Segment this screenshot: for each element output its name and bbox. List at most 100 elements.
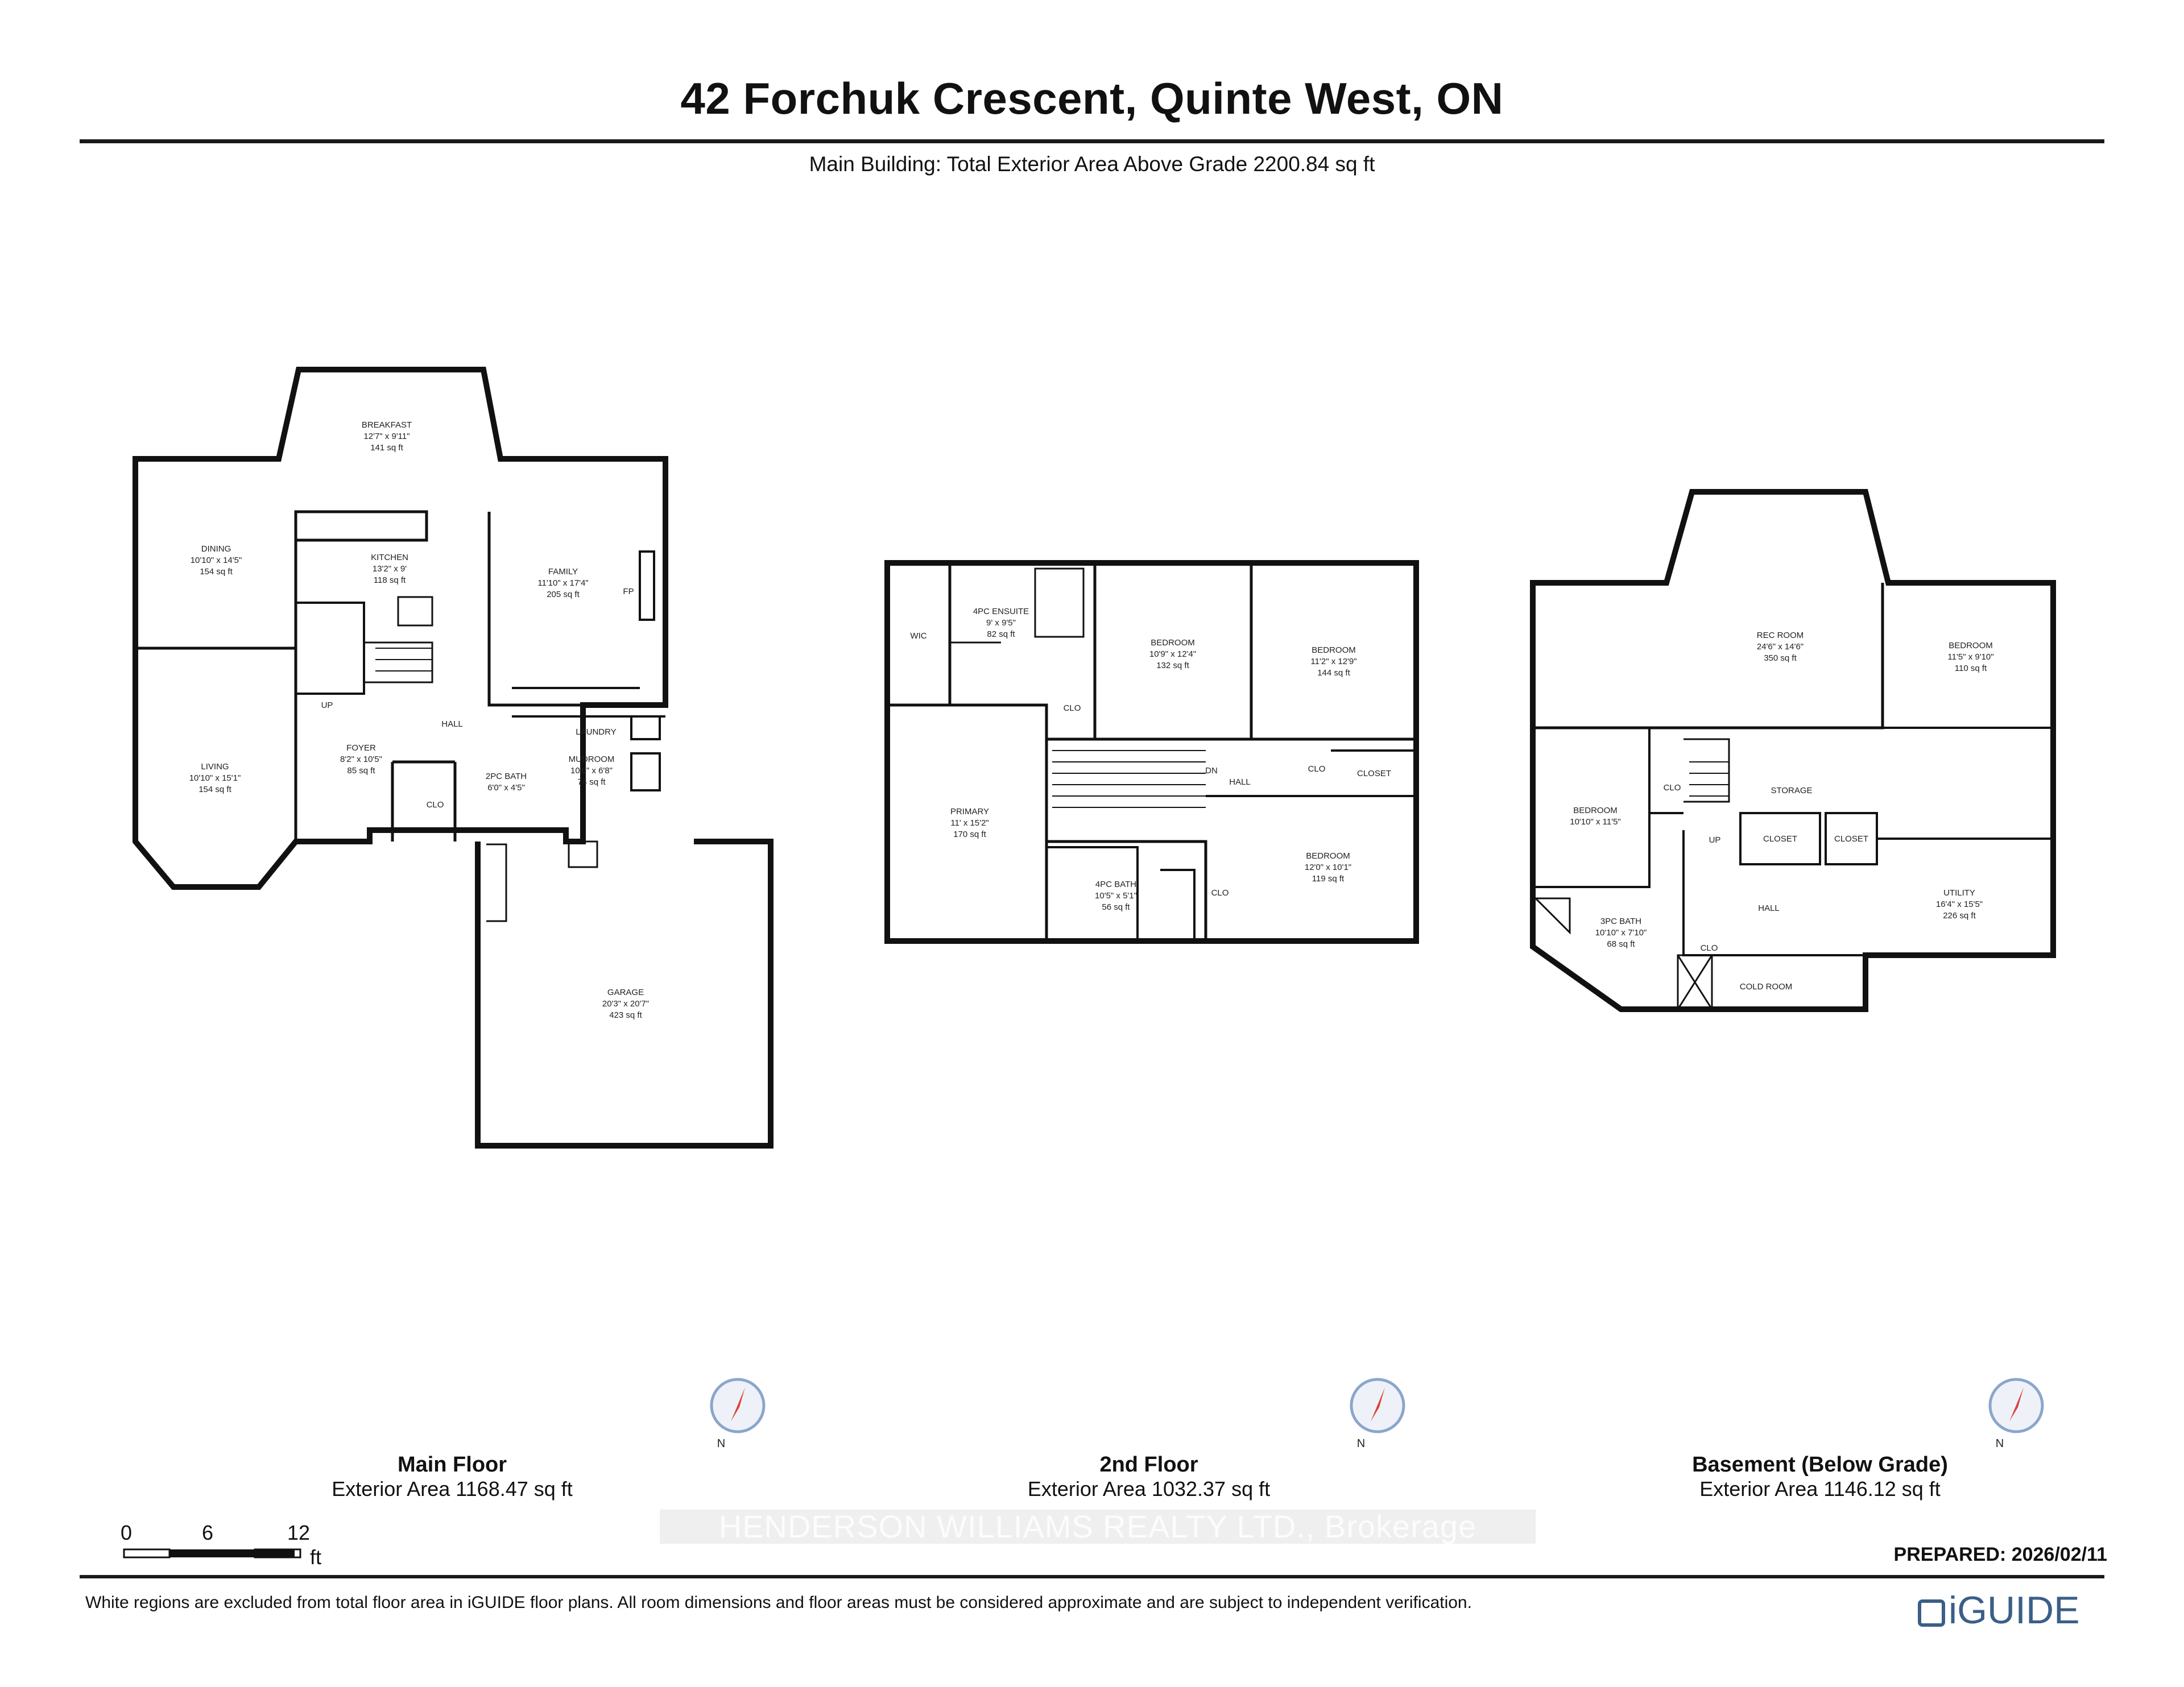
room-dims: 8'2" x 10'5" [340, 755, 382, 764]
room-dims: 13'2" x 9' [373, 564, 407, 574]
room-area: 56 sq ft [1102, 902, 1130, 912]
room-label: KITCHEN [371, 553, 408, 562]
closet-label: CLO [1701, 943, 1718, 953]
room-dims: 12'7" x 9'11" [363, 432, 410, 441]
laundry-label: LAUNDRY [576, 727, 616, 737]
room-dims: 9' x 9'5" [986, 618, 1016, 628]
closet-label: CLO [1664, 783, 1681, 793]
wic-label: WIC [910, 631, 926, 641]
room-dims: 10'9" x 12'4" [1149, 649, 1196, 659]
prepared-date: PREPARED: 2026/02/11 [1893, 1544, 2107, 1565]
room-area: 144 sq ft [1317, 668, 1350, 678]
iguide-logo-text: iGUIDE [1949, 1589, 2080, 1632]
room-dims: 11'5" x 9'10" [1947, 652, 1993, 662]
floor-name-main: Main Floor [397, 1453, 507, 1477]
closet-label-2: CLOSET [1357, 769, 1391, 778]
room-dims: 24'6" x 14'6" [1757, 642, 1804, 652]
hall-label: HALL [1229, 777, 1251, 787]
main-floor-plan [133, 367, 774, 1149]
iguide-logo: iGUIDE [1918, 1588, 2079, 1632]
room-area: 154 sq ft [198, 785, 231, 794]
compass-north-label: N [717, 1437, 725, 1450]
closet-label: CLO [1064, 703, 1081, 713]
room-label: FAMILY [548, 567, 578, 577]
closet-label: CLO [427, 800, 444, 810]
second-floor-plan [884, 560, 1419, 944]
room-dims: 10'10" x 7'10" [1595, 928, 1647, 938]
hall-label: HALL [1758, 903, 1780, 913]
closet-label: CLO [1308, 764, 1326, 774]
room-label: 3PC BATH [1600, 917, 1641, 926]
floor-area-main: Exterior Area 1168.47 sq ft [332, 1477, 573, 1501]
floor-name-basement: Basement (Below Grade) [1692, 1453, 1948, 1477]
footer-divider [80, 1575, 2104, 1578]
room-label: GARAGE [607, 988, 644, 997]
room-dims: 20'3" x 20'7" [602, 999, 649, 1009]
stairs-up-label: UP [321, 701, 333, 710]
room-label: 4PC BATH [1095, 880, 1136, 889]
closet-label: CLO [1211, 888, 1229, 898]
closet-label: CLOSET [1763, 834, 1797, 844]
room-area: 82 sq ft [987, 629, 1015, 639]
room-label: REC ROOM [1757, 631, 1804, 640]
room-area: 205 sq ft [547, 590, 580, 599]
room-area: 154 sq ft [200, 567, 233, 577]
room-area: 68 sq ft [1607, 939, 1635, 949]
compass-north-label: N [1357, 1437, 1365, 1450]
room-area: 132 sq ft [1156, 661, 1189, 670]
room-label: BREAKFAST [362, 420, 412, 430]
room-dims: 11' x 15'2" [950, 818, 989, 828]
brokerage-watermark: HENDERSON WILLIAMS REALTY LTD., Brokerag… [660, 1510, 1536, 1544]
room-label: 4PC ENSUITE [973, 607, 1029, 616]
storage-label: STORAGE [1771, 786, 1812, 795]
room-area: 141 sq ft [370, 443, 403, 453]
room-label: FOYER [346, 743, 376, 753]
room-dims: 10'5" x 5'1" [1095, 891, 1137, 901]
floor-name-second: 2nd Floor [1099, 1453, 1198, 1477]
scale-tick-6: 6 [202, 1521, 214, 1544]
room-dims: 10'6" x 6'8" [570, 766, 613, 776]
compass-main: N [710, 1378, 766, 1450]
room-label: 2PC BATH [486, 772, 527, 781]
room-label: DINING [201, 544, 231, 554]
room-label: LIVING [201, 762, 229, 772]
room-label: PRIMARY [950, 807, 989, 816]
room-label: BEDROOM [1949, 641, 1993, 650]
room-area: 423 sq ft [609, 1010, 642, 1020]
page-title: 42 Forchuk Crescent, Quinte West, ON [680, 73, 1504, 123]
room-label: BEDROOM [1306, 851, 1350, 861]
room-area: 350 sq ft [1764, 653, 1797, 663]
hall-label: HALL [441, 719, 463, 729]
disclaimer-text: White regions are excluded from total fl… [85, 1593, 1472, 1612]
scale-tick-12: 12 [287, 1521, 311, 1544]
cold-room-label: COLD ROOM [1740, 982, 1793, 992]
room-dims: 11'2" x 12'9" [1310, 657, 1356, 666]
room-dims: 12'0" x 10'1" [1305, 863, 1351, 872]
compass-needle-icon [2009, 1387, 2024, 1421]
stairs-down-label: DN [1205, 766, 1218, 776]
compass-second: N [1350, 1378, 1405, 1450]
page-subtitle: Main Building: Total Exterior Area Above… [809, 152, 1375, 176]
room-dims: 11'10" x 17'4" [537, 578, 589, 588]
room-dims: 10'10" x 15'1" [189, 773, 241, 783]
room-dims: 6'0" x 4'5" [487, 783, 525, 793]
stairs-up-label: UP [1709, 835, 1721, 845]
compass-north-label: N [1996, 1437, 2004, 1450]
room-label: MUDROOM [569, 755, 615, 764]
compass-needle-icon [731, 1387, 745, 1421]
iguide-logo-icon [1918, 1599, 1945, 1627]
room-label: UTILITY [1943, 888, 1975, 898]
scale-tick-0: 0 [121, 1521, 133, 1544]
compass-basement: N [1988, 1378, 2044, 1450]
basement-plan [1530, 489, 2056, 1012]
room-label: BEDROOM [1573, 806, 1618, 815]
room-area: 85 sq ft [347, 766, 375, 776]
floor-area-second: Exterior Area 1032.37 sq ft [1027, 1477, 1271, 1501]
room-area: 110 sq ft [1955, 664, 1987, 673]
scale-bar [123, 1548, 301, 1558]
floor-area-basement: Exterior Area 1146.12 sq ft [1699, 1477, 1941, 1501]
fireplace-label: FP [623, 587, 634, 596]
room-area: 170 sq ft [953, 830, 986, 839]
room-area: 119 sq ft [1312, 874, 1345, 884]
